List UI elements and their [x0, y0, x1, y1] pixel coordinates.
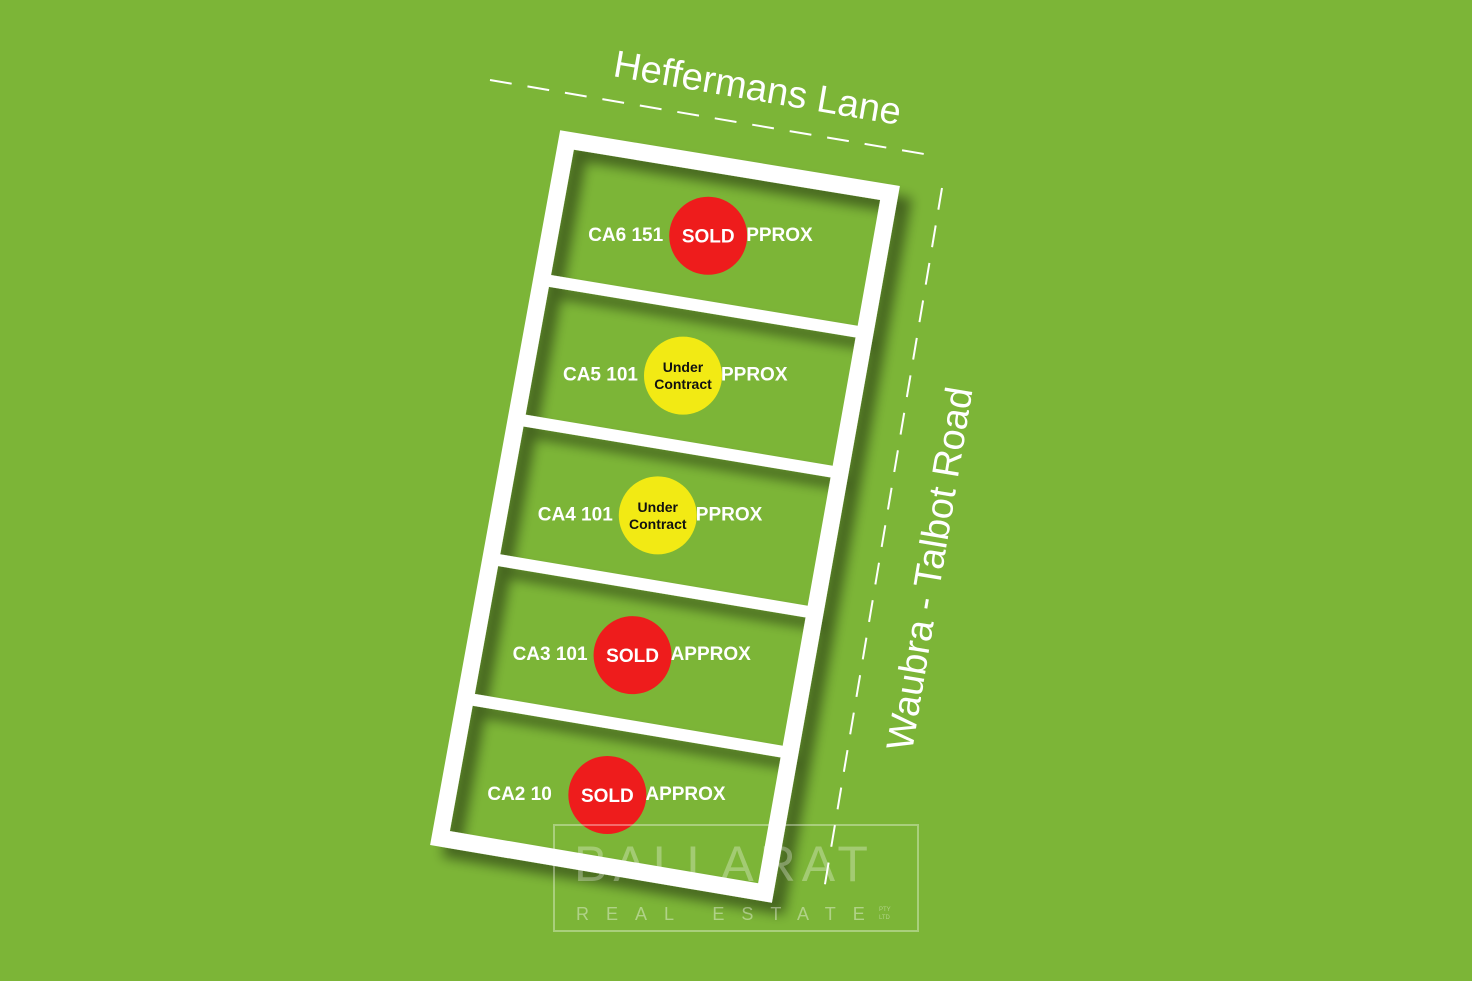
status-text: Under [638, 499, 679, 515]
lot-label-right: PPROX [721, 365, 788, 386]
lot-label-left: CA5 101 [563, 365, 638, 386]
status-circle [593, 616, 672, 695]
lot-label-right: APPROX [671, 644, 752, 665]
status-text: SOLD [581, 786, 634, 807]
lot-boundaries [430, 130, 900, 903]
road-label-waubra-talbot-road: Waubra - Talbot Road [879, 384, 981, 753]
watermark-suffix-1: PTY [879, 907, 891, 913]
waubra-talbot-road-line [823, 187, 943, 891]
watermark-suffix-2: LTD [879, 915, 891, 921]
status-circle [568, 755, 647, 834]
watermark-frame [553, 824, 919, 932]
sold-badge: SOLD [669, 196, 748, 275]
lot-ca4[interactable]: CA4 101 PPROX [538, 504, 763, 525]
sold-badge: SOLD [593, 616, 672, 695]
lot-divider [540, 273, 866, 339]
status-circle [669, 196, 748, 275]
lot-label-right: PPROX [746, 225, 813, 246]
watermark-logo: BALLARAT REAL ESTATE PTY LTD [553, 824, 919, 932]
status-text: Contract [654, 376, 712, 392]
status-text: SOLD [682, 227, 735, 248]
lot-ca6[interactable]: CA6 151 PPROX [588, 225, 813, 246]
status-circle [618, 476, 697, 555]
status-text: Under [663, 359, 704, 375]
lot-label-left: CA2 10 [487, 784, 551, 805]
status-text: SOLD [606, 646, 659, 667]
lot-label-left: CA6 151 [588, 225, 663, 246]
status-circle [643, 336, 722, 415]
sold-badge: SOLD [568, 755, 647, 834]
road-label-heffermans-lane: Heffermans Lane [610, 43, 904, 133]
lot-ca3[interactable]: CA3 101 APPROX [513, 644, 752, 665]
lot-ca2[interactable]: CA2 10 APPROX [487, 784, 726, 805]
lot-ca5[interactable]: CA5 101 PPROX [563, 365, 788, 386]
lot-divider [489, 552, 816, 619]
watermark-line1: BALLARAT [574, 836, 874, 892]
lot-divider [515, 413, 841, 479]
lot-label-left: CA4 101 [538, 504, 613, 525]
watermark-line2: REAL ESTATE [576, 904, 882, 924]
status-text: Contract [629, 516, 687, 532]
lot-label-right: PPROX [696, 504, 763, 525]
lot-divider [464, 692, 791, 759]
outer-boundary [430, 130, 900, 903]
lot-label-left: CA3 101 [513, 644, 588, 665]
lot-label-right: APPROX [645, 784, 726, 805]
